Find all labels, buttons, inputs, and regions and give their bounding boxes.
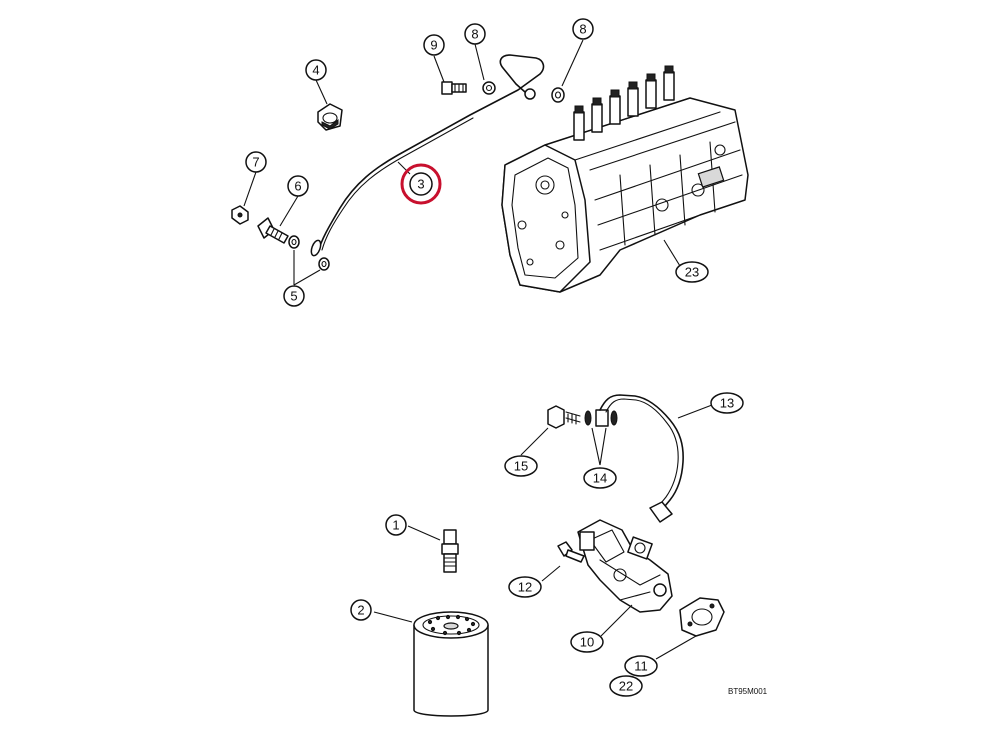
svg-text:8: 8: [471, 27, 478, 42]
callout-3-highlight[interactable]: 3: [400, 163, 442, 205]
lift-pump[interactable]: [577, 519, 673, 613]
svg-text:11: 11: [634, 659, 648, 674]
svg-text:9: 9: [430, 38, 437, 53]
callout-9: 9: [423, 34, 445, 56]
washer-part[interactable]: [551, 87, 565, 103]
fuel-line[interactable]: [317, 54, 545, 253]
callout-14: 14: [583, 467, 617, 489]
fuel-return-line[interactable]: [599, 394, 684, 513]
svg-text:3: 3: [417, 177, 424, 192]
callout-5: 5: [283, 285, 305, 307]
callout-23: 23: [675, 261, 709, 283]
banjo-bolt-part[interactable]: [441, 81, 467, 95]
fitting-part[interactable]: [231, 205, 249, 225]
clamp-part[interactable]: [317, 103, 343, 131]
callout-13: 13: [710, 392, 744, 414]
washer-part[interactable]: [482, 81, 496, 95]
callout-10: 10: [570, 631, 604, 653]
callout-12: 12: [508, 576, 542, 598]
svg-text:6: 6: [294, 179, 301, 194]
washer-part[interactable]: [288, 235, 300, 249]
seal-part[interactable]: [584, 409, 618, 427]
svg-text:10: 10: [580, 635, 594, 650]
plug-part[interactable]: [547, 405, 581, 429]
gasket-part[interactable]: [679, 597, 725, 637]
svg-text:1: 1: [392, 518, 399, 533]
bolt-part[interactable]: [257, 217, 289, 244]
fitting-part[interactable]: [441, 529, 459, 573]
callout-22: 22: [609, 675, 643, 697]
svg-text:8: 8: [579, 22, 586, 37]
svg-text:7: 7: [252, 155, 259, 170]
injection-pump[interactable]: [501, 65, 749, 293]
callout-1: 1: [385, 514, 407, 536]
svg-text:2: 2: [357, 603, 364, 618]
svg-text:14: 14: [593, 471, 607, 486]
bolt-part[interactable]: [557, 541, 585, 563]
svg-text:15: 15: [514, 459, 528, 474]
callout-2: 2: [350, 599, 372, 621]
svg-text:23: 23: [685, 265, 699, 280]
svg-text:22: 22: [619, 679, 633, 694]
callout-4: 4: [305, 59, 327, 81]
svg-text:13: 13: [720, 396, 734, 411]
callout-7: 7: [245, 151, 267, 173]
callout-8: 8: [464, 23, 486, 45]
washer-part[interactable]: [318, 257, 330, 271]
svg-text:12: 12: [518, 580, 532, 595]
figure-code: BT95M001: [728, 687, 768, 696]
fuel-filter[interactable]: [413, 611, 489, 717]
callout-15: 15: [504, 455, 538, 477]
svg-text:4: 4: [312, 63, 319, 78]
callout-11: 11: [624, 655, 658, 677]
callout-8: 8: [572, 18, 594, 40]
callout-6: 6: [287, 175, 309, 197]
svg-text:5: 5: [290, 289, 297, 304]
